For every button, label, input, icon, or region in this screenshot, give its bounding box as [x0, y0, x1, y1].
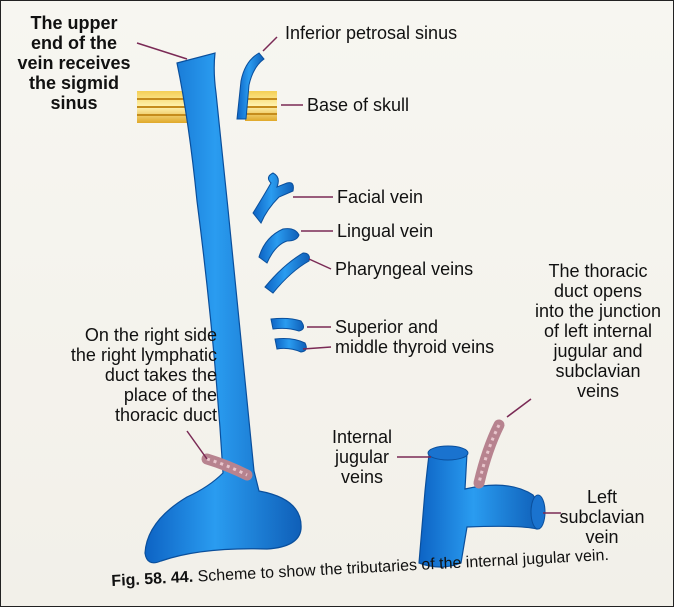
- lingual-vein-tributary: [259, 229, 299, 263]
- label-pharyngeal-veins: Pharyngeal veins: [335, 259, 473, 279]
- internal-jugular-vein-right: [145, 53, 301, 563]
- label-upper-end: The upper end of the vein receives the s…: [7, 13, 141, 113]
- label-thyroid-veins: Superior and middle thyroid veins: [335, 317, 494, 357]
- tributaries: [253, 173, 309, 352]
- pharyngeal-vein-tributary: [265, 253, 309, 293]
- label-facial-vein: Facial vein: [337, 187, 423, 207]
- superior-thyroid-tributary: [271, 318, 304, 331]
- label-base-of-skull: Base of skull: [307, 95, 409, 115]
- label-internal-jugular-veins: Internal jugular veins: [319, 427, 405, 487]
- middle-thyroid-tributary: [275, 339, 306, 353]
- label-right-lymphatic-duct: On the right side the right lymphatic du…: [31, 325, 217, 425]
- left-subclavian-opening: [531, 495, 545, 529]
- label-lingual-vein: Lingual vein: [337, 221, 433, 241]
- caption-figure-number: Fig. 58. 44.: [111, 569, 194, 590]
- facial-vein-tributary: [253, 173, 293, 223]
- label-inferior-petrosal-sinus: Inferior petrosal sinus: [285, 23, 457, 43]
- left-jugular-opening: [428, 446, 468, 460]
- label-left-subclavian-vein: Left subclavian vein: [557, 487, 647, 547]
- label-thoracic-duct: The thoracic duct opens into the junctio…: [523, 261, 673, 401]
